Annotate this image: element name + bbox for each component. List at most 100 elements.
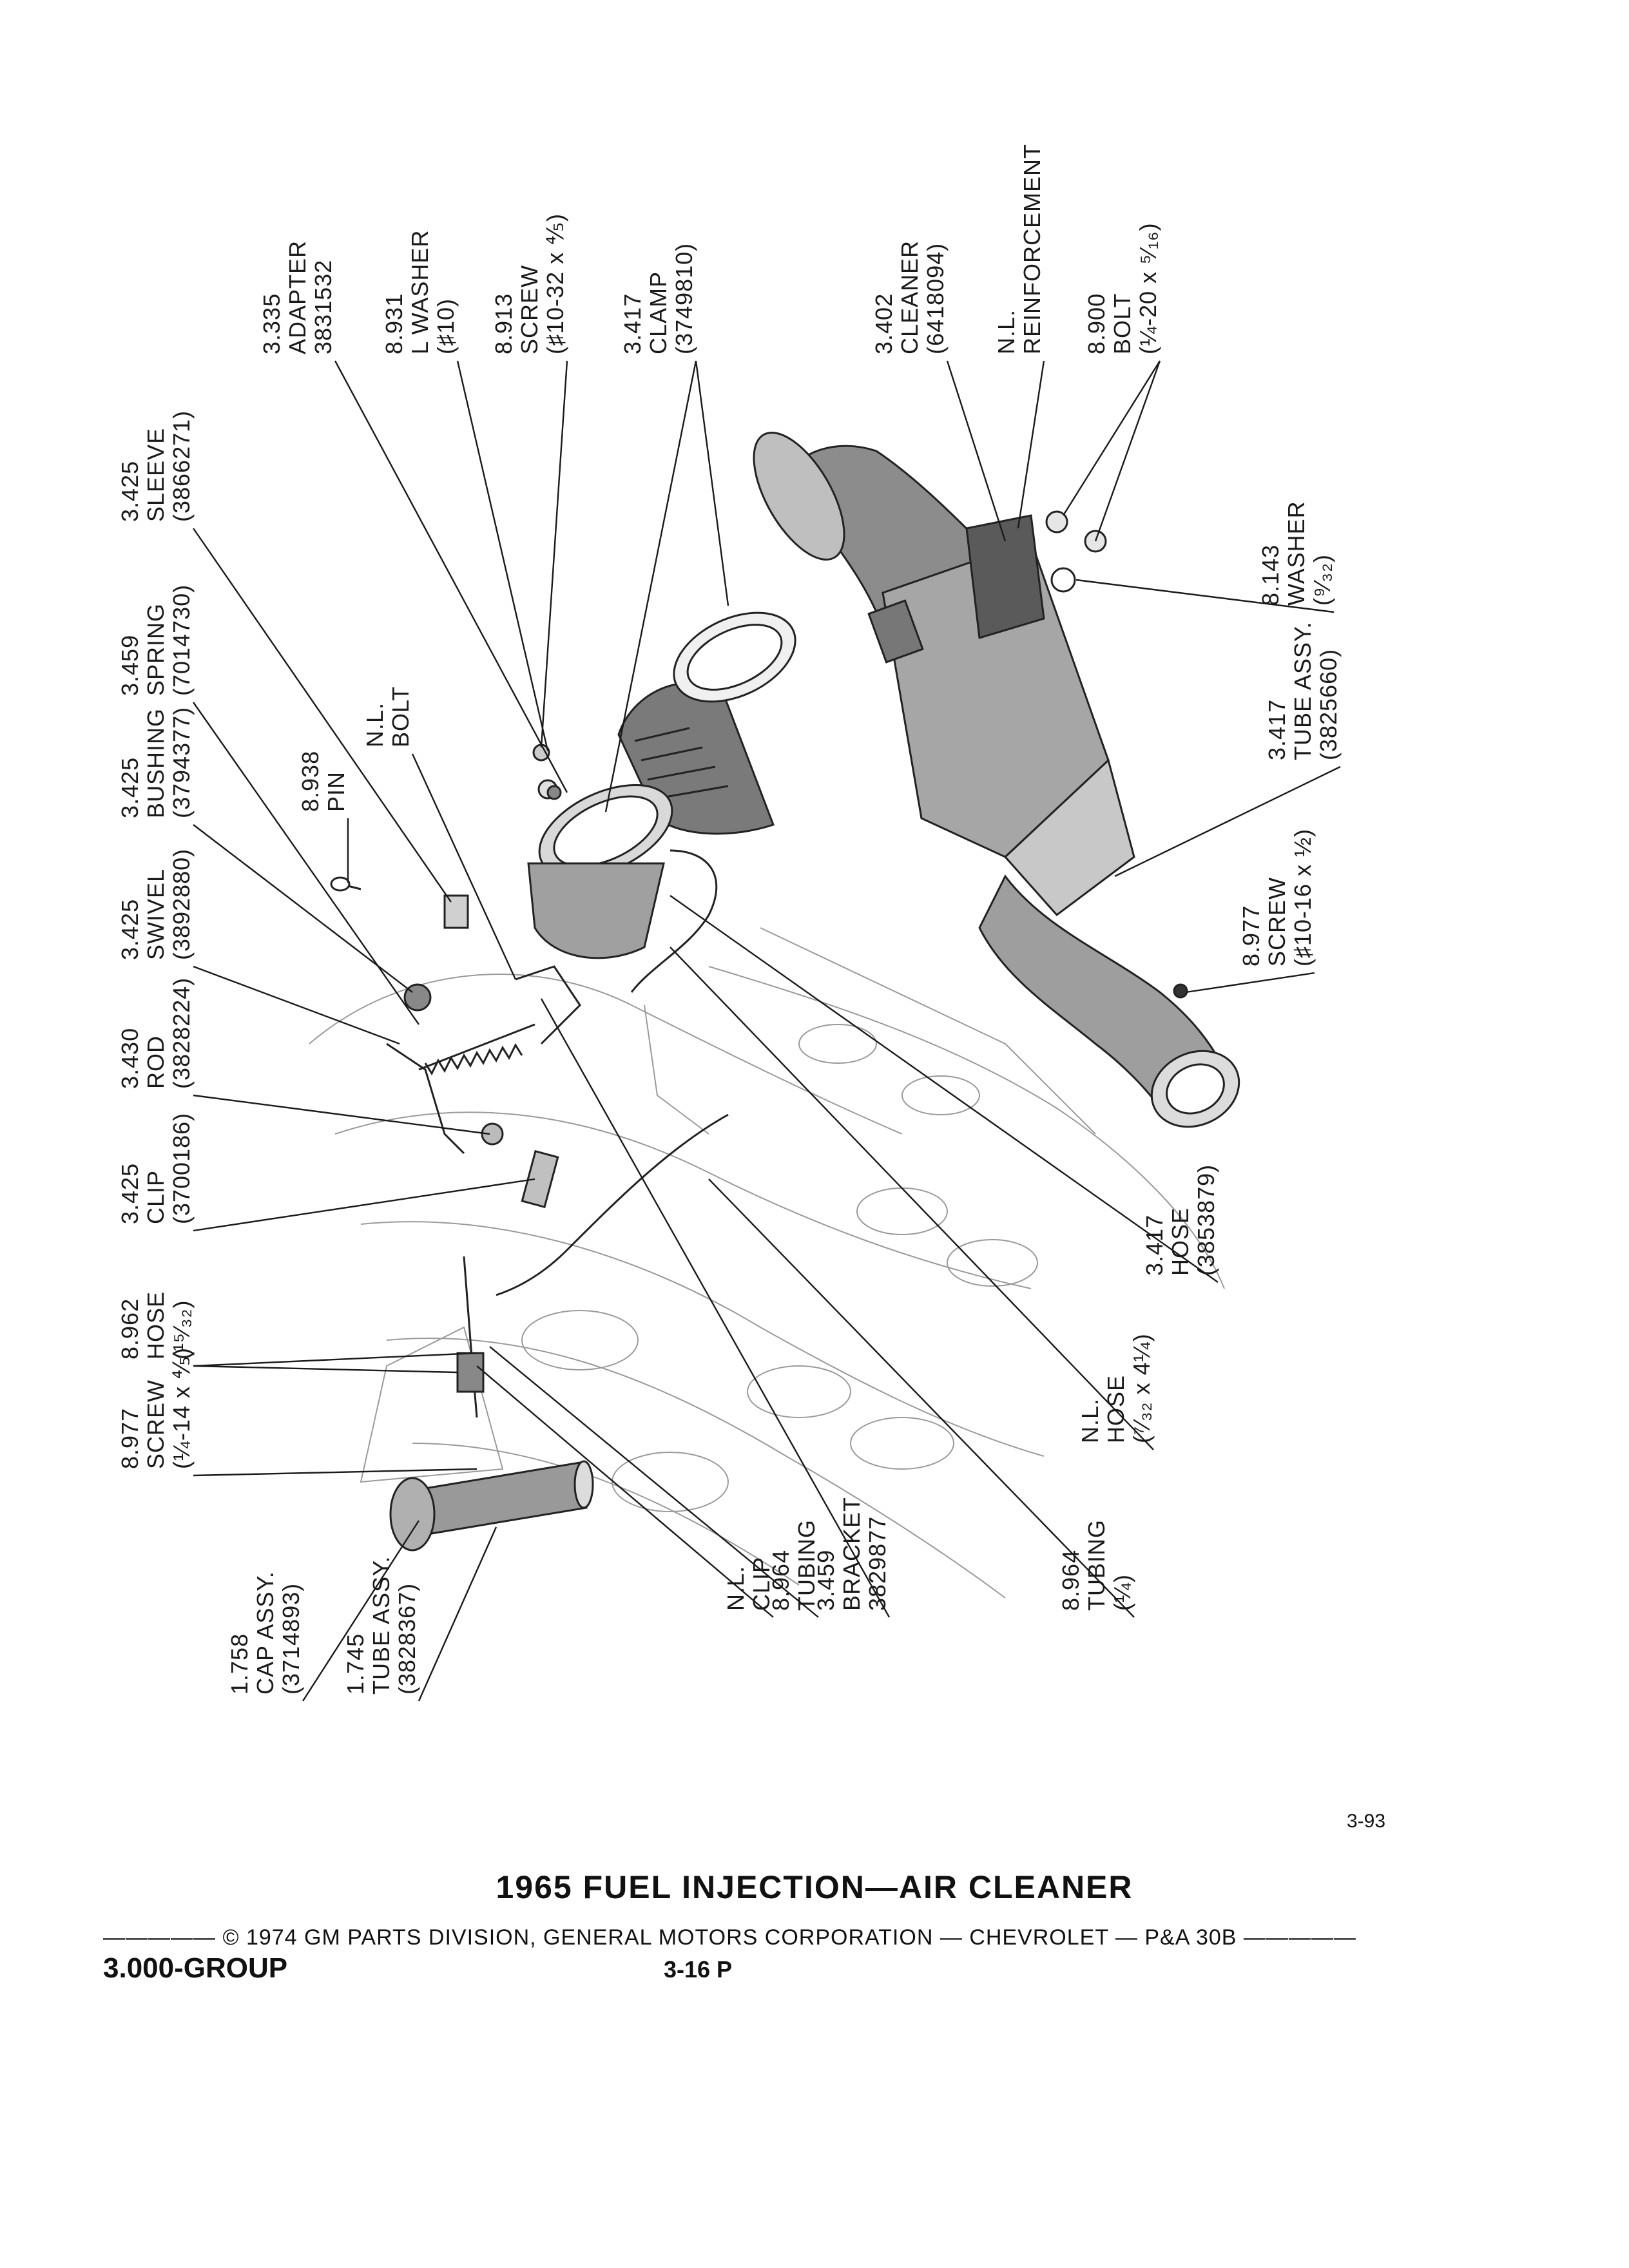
part-label-line: TUBE ASSY. — [1289, 622, 1316, 760]
part-label-line: (♯10-32 x ⅘) — [542, 213, 568, 354]
part-label-line: SLEEVE — [142, 428, 169, 522]
reinforcement-bracket — [965, 510, 1107, 639]
part-label-line: N.L. — [1077, 1398, 1103, 1443]
part-label-line: PIN — [323, 771, 349, 812]
part-label-line: (3853879) — [1193, 1164, 1219, 1276]
leader-lines — [193, 360, 1341, 1702]
part-label-line: SPRING — [142, 603, 169, 696]
part-label-line: (⁹⁄₃₂) — [1309, 554, 1335, 606]
group-number: 3.000-GROUP — [103, 1952, 288, 1984]
part-label-line: 3.417 — [1141, 1215, 1168, 1276]
part-label-line: 8.964 — [767, 1550, 794, 1611]
part-label-line: (6418094) — [922, 243, 949, 354]
part-label-line: (3866271) — [168, 410, 195, 522]
part-label-line: 1.745 — [342, 1633, 369, 1695]
part-label-line: 3.335 — [258, 293, 285, 354]
part-label-line: 1.758 — [226, 1633, 253, 1695]
part-label-line: (♯10-16 x ½) — [1289, 829, 1316, 966]
part-label-line: (7014730) — [168, 584, 195, 696]
part-label-line: (♯10) — [432, 298, 459, 354]
part-label-line: WASHER — [1283, 501, 1309, 606]
part-label-line: 8.964 — [1057, 1550, 1084, 1611]
part-label-line: N.L. — [722, 1566, 749, 1611]
part-label-line: (3828224) — [168, 977, 195, 1089]
part-label-line: L WASHER — [407, 230, 433, 354]
part-label-nl-clip: N.L.CLIP — [722, 1557, 775, 1611]
part-label-line: (¼-14 x ⅘) — [168, 1347, 195, 1469]
part-label-line: TUBING — [1083, 1519, 1110, 1611]
part-label-line: 3.417 — [1264, 699, 1290, 760]
part-label-line: (3828367) — [394, 1583, 420, 1695]
linkage-small-parts — [330, 744, 581, 1209]
outlet-tube-assy — [978, 874, 1240, 1128]
part-label-line: 3.425 — [117, 899, 143, 960]
part-label-line: (3892880) — [168, 849, 195, 960]
part-label-line: (⁷⁄₃₂ x 4¼) — [1128, 1333, 1155, 1443]
page-code: 3-16 P — [664, 1956, 733, 1983]
part-label-line: 8.143 — [1257, 544, 1284, 606]
part-label-line: CLIP — [142, 1170, 169, 1224]
part-label-line: REINFORCEMENT — [1019, 144, 1045, 354]
air-cleaner-canister — [753, 432, 1135, 917]
part-label-line: 3.402 — [871, 293, 897, 354]
part-label-line: (¼-20 x ⁵⁄₁₆) — [1135, 222, 1161, 354]
copyright-line: ————— © 1974 GM PARTS DIVISION, GENERAL … — [103, 1925, 1356, 1950]
part-label-line: 8.962 — [117, 1298, 143, 1360]
part-label-line: SCREW — [516, 265, 543, 354]
part-label-line: TUBING — [793, 1519, 820, 1611]
part-label-line: 3.417 — [619, 293, 646, 354]
part-label-line: 8.938 — [297, 751, 323, 812]
part-label-line: 8.931 — [381, 293, 407, 354]
part-label-line: (¼) — [1109, 1574, 1135, 1611]
part-label-line: CLIP — [748, 1557, 775, 1611]
part-label-line: (3825660) — [1315, 649, 1342, 760]
part-label-line: 8.913 — [490, 293, 517, 354]
part-label-line: (3700186) — [168, 1113, 195, 1224]
part-label-line: SCREW — [1264, 877, 1290, 966]
part-label-line: 3.425 — [117, 1163, 143, 1224]
part-label-line: 3.425 — [117, 757, 143, 818]
part-label-nl-bolt: N.L.BOLT — [361, 686, 414, 747]
part-label-line: BRACKET — [838, 1497, 865, 1611]
part-label-line: CLEANER — [896, 240, 923, 354]
engine-background-sketch — [309, 927, 1225, 1599]
part-label-line: ADAPTER — [284, 240, 311, 354]
part-label-line: HOSE — [1103, 1375, 1129, 1443]
part-label-line: 8.900 — [1083, 293, 1110, 354]
part-label-line: (¹⁵⁄₃₂) — [168, 1300, 195, 1360]
part-label-line: 8.977 — [117, 1408, 143, 1469]
part-label-line: BOLT — [1109, 293, 1135, 354]
part-label-line: HOSE — [142, 1291, 169, 1360]
hoses-and-tubing — [456, 849, 729, 1418]
part-label-line: 3.430 — [117, 1028, 143, 1089]
part-label-line: HOSE — [1167, 1207, 1193, 1276]
page-title: 1965 FUEL INJECTION—AIR CLEANER — [496, 1869, 1133, 1905]
part-label-line: CAP ASSY. — [252, 1571, 278, 1695]
part-label-line: 8.977 — [1238, 905, 1264, 966]
part-label-line: 3831532 — [310, 260, 336, 354]
part-label-line: 3.425 — [117, 461, 143, 522]
part-label-line: SCREW — [142, 1379, 169, 1469]
part-label-line: N.L. — [993, 309, 1019, 354]
